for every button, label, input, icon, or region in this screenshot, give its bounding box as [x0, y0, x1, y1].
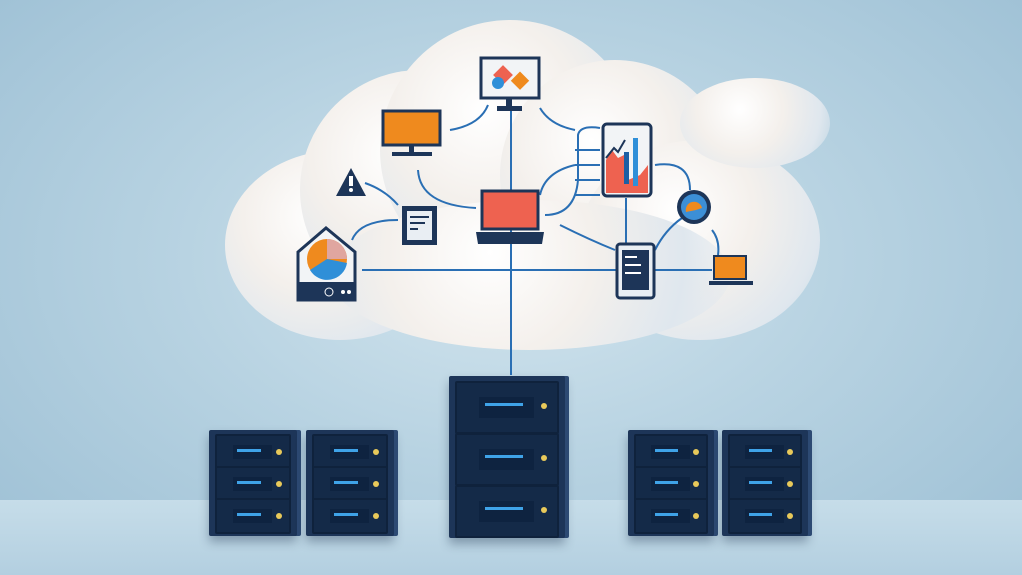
warning-icon — [336, 168, 366, 196]
server-rack — [722, 430, 808, 536]
monitor-icon — [479, 56, 541, 111]
server-rack — [209, 430, 297, 536]
monitor-icon — [381, 109, 442, 156]
laptop-icon — [709, 255, 753, 285]
server-rack — [628, 430, 714, 536]
chart-icon — [601, 122, 653, 198]
gauge-icon — [677, 190, 711, 224]
home-icon — [296, 226, 357, 302]
document-icon — [402, 206, 437, 245]
server-rack — [306, 430, 394, 536]
tablet-icon — [615, 242, 656, 300]
server-rack-main — [449, 376, 565, 538]
laptop-icon — [476, 189, 544, 244]
